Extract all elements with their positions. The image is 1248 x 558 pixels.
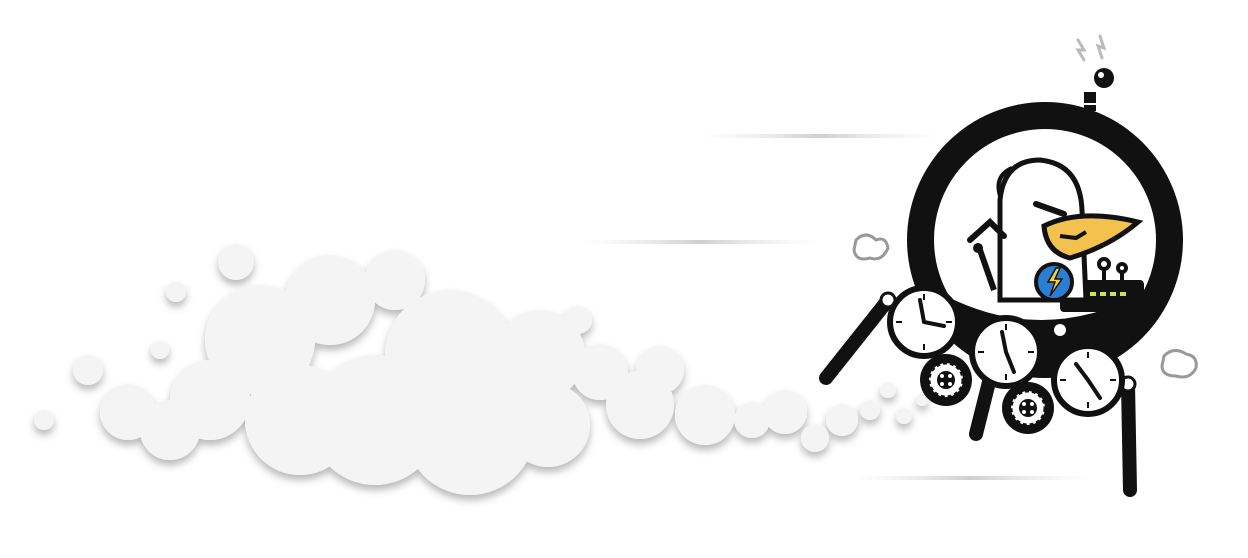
clock-icon <box>887 285 961 359</box>
rivets <box>973 297 1066 336</box>
puff-marks <box>852 233 1198 379</box>
gear-icon <box>1002 382 1054 434</box>
lightning-bolt-icon <box>1046 267 1064 297</box>
bird-pilot <box>967 157 1144 303</box>
gear-icon <box>920 354 972 406</box>
speed-lines <box>580 134 1090 480</box>
cloud-trail <box>34 244 928 495</box>
clock-icon <box>969 315 1043 389</box>
spaceship-legs <box>819 293 1137 497</box>
clock-icon <box>1051 343 1125 417</box>
